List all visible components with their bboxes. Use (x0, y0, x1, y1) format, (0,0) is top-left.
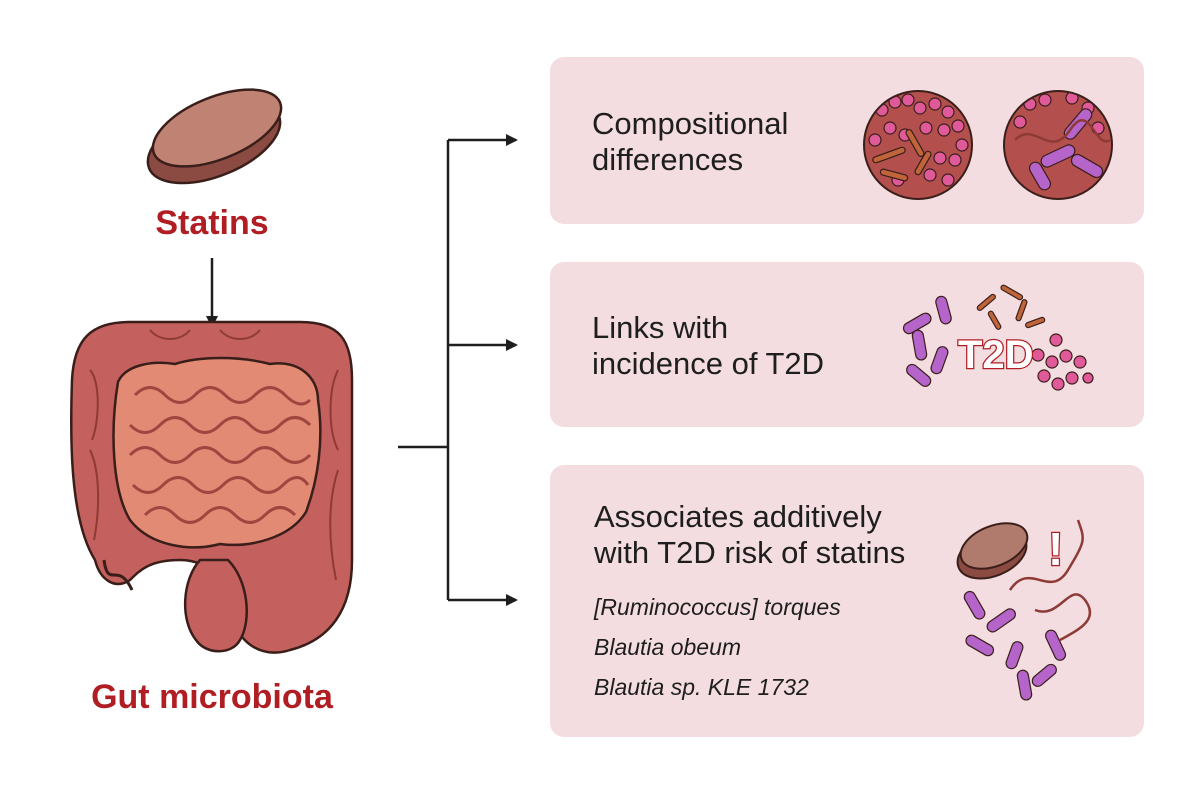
panel-t2d-line2: incidence of T2D (592, 346, 825, 381)
panel-t2d-links: Links with incidence of T2D (550, 262, 1144, 427)
panel-additive-risk: Associates additively with T2D risk of s… (550, 465, 1144, 737)
panel-compositional-line2: differences (592, 142, 744, 177)
species-item: Blautia sp. KLE 1732 (594, 674, 809, 700)
species-item: Blautia obeum (594, 634, 742, 660)
statins-label: Statins (155, 204, 269, 242)
species-list: [Ruminococcus] torques Blautia obeum Bla… (594, 587, 841, 707)
species-item: [Ruminococcus] torques (594, 594, 841, 620)
panel-compositional-line1: Compositional (592, 106, 789, 141)
panel-additive-line2: with T2D risk of statins (594, 535, 906, 570)
gut-microbiota-label: Gut microbiota (91, 678, 333, 716)
statin-pill-icon (146, 88, 283, 185)
panel-additive-line1: Associates additively (594, 499, 882, 534)
panel-compositional: Compositional differences (550, 57, 1144, 224)
connector-lines (398, 134, 518, 606)
intestine-icon (69, 320, 354, 654)
panel-t2d-line1: Links with (592, 310, 729, 345)
